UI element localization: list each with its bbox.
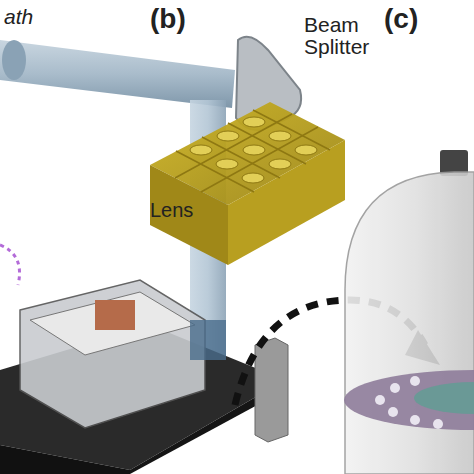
well-grid [150,102,345,265]
part-label: Lens [150,200,193,221]
path-label: ath [4,6,33,28]
vacuum-dome [344,150,474,474]
part-label: Beam Splitter [304,14,394,58]
panel-letter: (b) [150,4,186,33]
panel-letter: (c) [384,4,418,33]
